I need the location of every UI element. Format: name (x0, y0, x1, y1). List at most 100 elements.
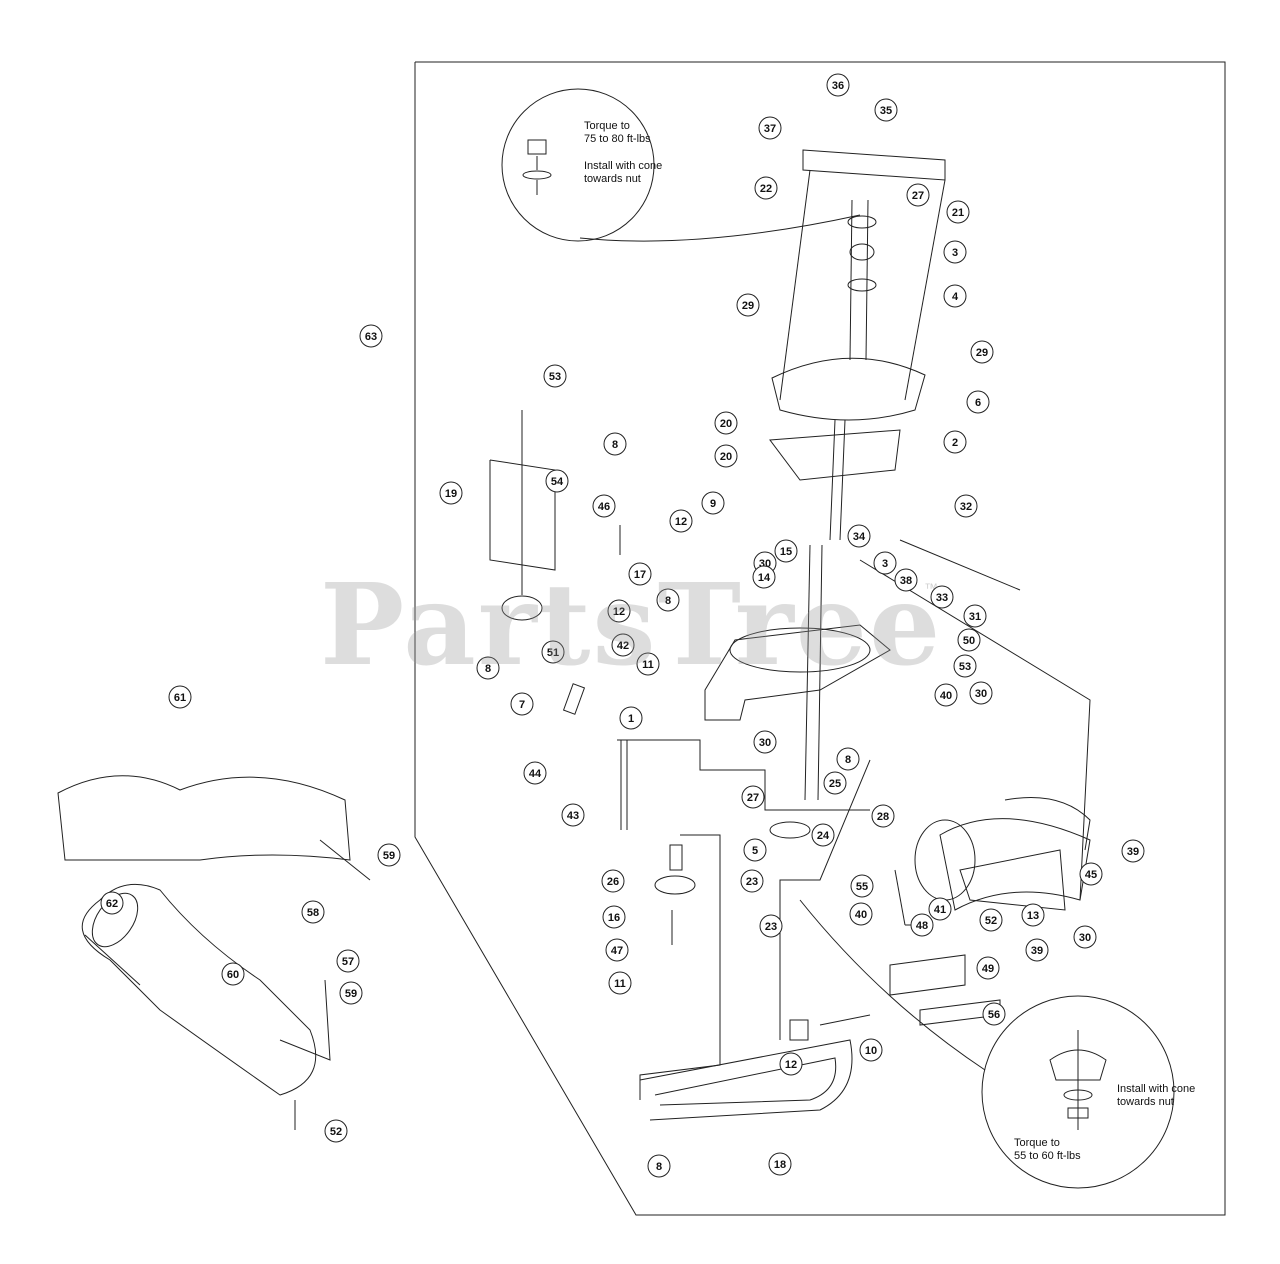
callout-circle (928, 897, 952, 921)
callout-circle (701, 491, 725, 515)
callout-circle (743, 838, 767, 862)
callout-circle (873, 551, 897, 575)
callout-label: 17 (634, 569, 646, 581)
callout-circle (849, 902, 873, 926)
callout-circle (943, 240, 967, 264)
callout-label: 25 (829, 778, 841, 790)
callout-22: 22 (754, 176, 778, 200)
callout-circle (607, 599, 631, 623)
detail-circle-top (501, 88, 655, 242)
callout-27: 27 (906, 183, 930, 207)
callout-label: 40 (855, 909, 867, 921)
callout-label: 29 (976, 347, 988, 359)
callout-circle (476, 656, 500, 680)
assembly-frame-outline (414, 61, 1226, 1216)
callout-56: 56 (982, 1002, 1006, 1026)
callout-circle (768, 1152, 792, 1176)
chute-part (939, 818, 1091, 911)
callout-38: 38 (894, 568, 918, 592)
callout-47: 47 (605, 938, 629, 962)
callout-circle (740, 869, 764, 893)
callout-8: 8 (476, 656, 500, 680)
callout-label: 1 (628, 713, 634, 725)
callout-36: 36 (826, 73, 850, 97)
callout-29: 29 (970, 340, 994, 364)
callout-label: 62 (106, 898, 118, 910)
callout-41: 41 (928, 897, 952, 921)
callout-label: 53 (959, 661, 971, 673)
callout-label: 51 (547, 647, 559, 659)
callout-label: 43 (567, 810, 579, 822)
callout-3: 3 (943, 240, 967, 264)
callout-circle (850, 874, 874, 898)
callout-circle (523, 761, 547, 785)
callout-label: 6 (975, 397, 981, 409)
callout-39: 39 (1025, 938, 1049, 962)
callout-label: 8 (665, 595, 671, 607)
callout-label: 26 (607, 876, 619, 888)
callout-label: 8 (845, 754, 851, 766)
callout-8: 8 (836, 747, 860, 771)
callout-circle (339, 981, 363, 1005)
callout-label: 52 (985, 915, 997, 927)
callout-30: 30 (1073, 925, 1097, 949)
callout-circle (602, 905, 626, 929)
callout-label: 10 (865, 1045, 877, 1057)
callout-circle (324, 1119, 348, 1143)
callout-label: 8 (485, 663, 491, 675)
callout-51: 51 (541, 640, 565, 664)
callout-17: 17 (628, 562, 652, 586)
callout-23: 23 (759, 914, 783, 938)
callout-circle (611, 633, 635, 657)
callout-label: 2 (952, 437, 958, 449)
note-bottom-install: Install with cone towards nut (1117, 1083, 1196, 1108)
callout-label: 56 (988, 1009, 1000, 1021)
callout-14: 14 (752, 565, 776, 589)
callout-53: 53 (543, 364, 567, 388)
callout-28: 28 (871, 804, 895, 828)
callout-label: 44 (529, 768, 542, 780)
callout-15: 15 (774, 539, 798, 563)
callout-circle (811, 823, 835, 847)
callout-circle (976, 956, 1000, 980)
callout-circle (714, 444, 738, 468)
detail-leader-top (579, 214, 861, 242)
callout-50: 50 (957, 628, 981, 652)
callout-label: 30 (1079, 932, 1091, 944)
callout-circle (561, 803, 585, 827)
callout-circle (377, 843, 401, 867)
callout-circle (714, 411, 738, 435)
callout-label: 8 (612, 439, 618, 451)
callout-circle (943, 284, 967, 308)
callout-label: 21 (952, 207, 964, 219)
callout-60: 60 (221, 962, 245, 986)
callout-circle (859, 1038, 883, 1062)
callout-23: 23 (740, 869, 764, 893)
callout-circle (647, 1154, 671, 1178)
callout-label: 7 (519, 699, 525, 711)
callout-circle (910, 913, 934, 937)
note-bottom-torque: Torque to 55 to 60 ft-lbs (1014, 1137, 1081, 1162)
callout-59: 59 (339, 981, 363, 1005)
callout-label: 57 (342, 956, 354, 968)
callout-46: 46 (592, 494, 616, 518)
callout-label: 4 (952, 291, 959, 303)
callout-circle (656, 588, 680, 612)
callout-circle (966, 390, 990, 414)
callout-7: 7 (510, 692, 534, 716)
callout-29: 29 (736, 293, 760, 317)
callout-circle (954, 494, 978, 518)
callout-circle (754, 176, 778, 200)
callout-label: 27 (747, 792, 759, 804)
callout-circle (969, 681, 993, 705)
callout-label: 12 (613, 606, 625, 618)
callout-label: 23 (765, 921, 777, 933)
callout-circle (934, 683, 958, 707)
callout-label: 47 (611, 945, 623, 957)
callout-5: 5 (743, 838, 767, 862)
callout-circle (963, 604, 987, 628)
watermark-trademark: ™ (924, 580, 938, 596)
callout-49: 49 (976, 956, 1000, 980)
callout-circle (636, 652, 660, 676)
callout-circle (605, 938, 629, 962)
